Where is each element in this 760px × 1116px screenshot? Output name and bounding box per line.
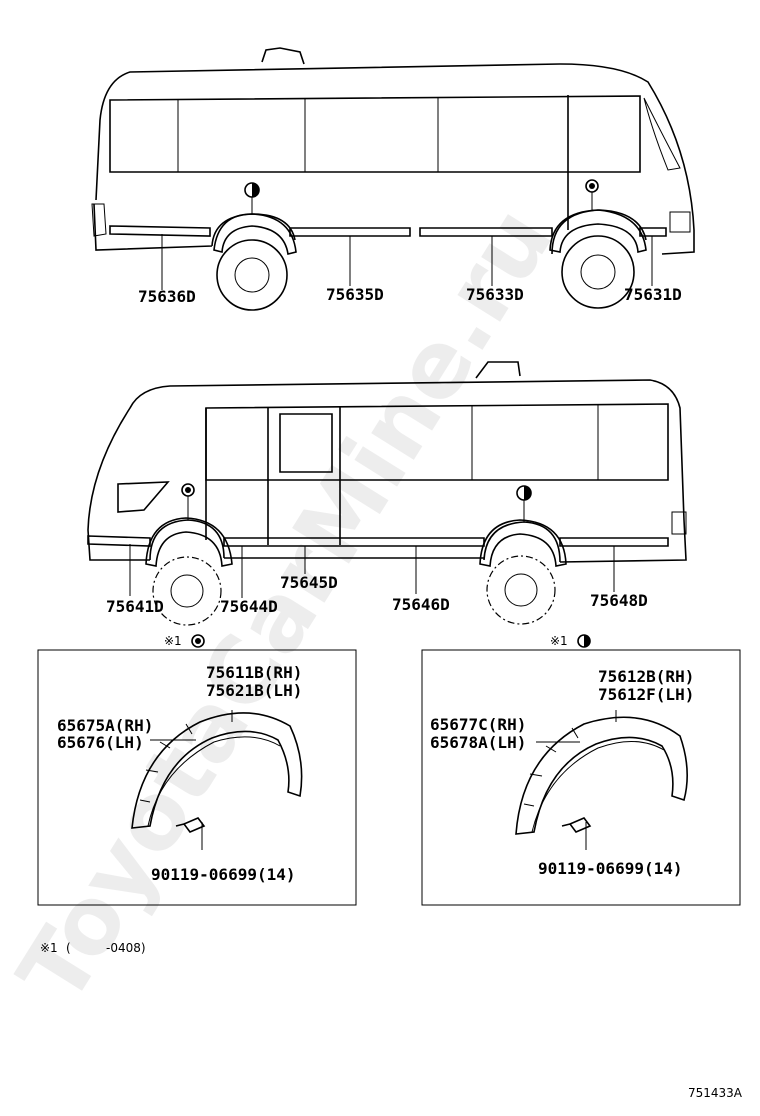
right-box-line-2: 75612F(LH) (598, 685, 694, 704)
part-label-75645D: 75645D (280, 573, 338, 592)
right-box-line-1: 75612B(RH) (598, 667, 694, 686)
footnote-open-paren: ( (66, 941, 71, 955)
watermark-text: ToyotaCarMine.ru (0, 189, 573, 1021)
left-box-line-5: 90119-06699(14) (151, 865, 296, 884)
right-box-line-4: 65678A(LH) (430, 733, 526, 752)
part-label-75636D: 75636D (138, 287, 196, 306)
right-box-note-marker: ※1 (550, 634, 568, 648)
right-box-line-5: 90119-06699(14) (538, 859, 683, 878)
left-detail-box (37, 649, 357, 906)
diagram-id: 751433A (688, 1086, 743, 1100)
footnote-range: -0408) (106, 941, 146, 955)
left-box-line-3: 65675A(RH) (57, 716, 153, 735)
part-label-75646D: 75646D (392, 595, 450, 614)
bus-bottom-illustration (87, 361, 687, 626)
footnote-marker: ※1 (40, 941, 58, 955)
part-label-75648D: 75648D (590, 591, 648, 610)
left-box-line-2: 75621B(LH) (206, 681, 302, 700)
part-label-75641D: 75641D (106, 597, 164, 616)
left-box-line-1: 75611B(RH) (206, 663, 302, 682)
part-label-75635D: 75635D (326, 285, 384, 304)
right-box-line-3: 65677C(RH) (430, 715, 526, 734)
left-box-note-marker: ※1 (164, 634, 182, 648)
right-wheelhouse-liner-illustration (515, 710, 688, 850)
filler-round-icon (191, 634, 205, 648)
left-box-line-4: 65676(LH) (57, 733, 144, 752)
right-detail-box (421, 649, 741, 906)
part-label-75633D: 75633D (466, 285, 524, 304)
part-label-75631D: 75631D (624, 285, 682, 304)
part-label-75644D: 75644D (220, 597, 278, 616)
left-wheelhouse-liner-illustration (131, 710, 303, 850)
bus-top-illustration (91, 47, 695, 311)
